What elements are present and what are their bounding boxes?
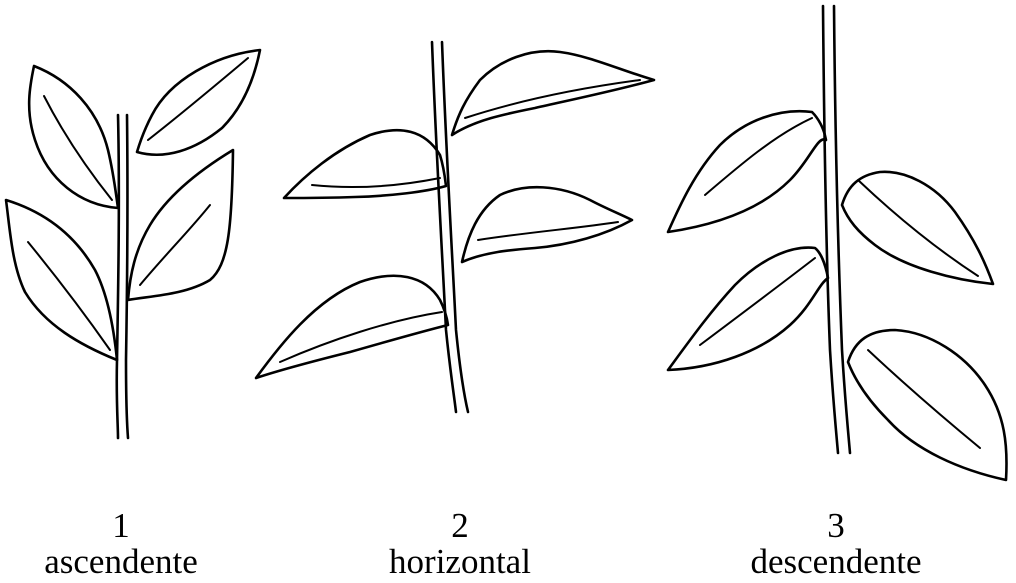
caption-horizontal: 2 horizontal: [340, 508, 580, 580]
leaf-descending-lower-right-vein: [868, 350, 980, 448]
figure-number-1: 1: [1, 508, 241, 544]
leaf-ascending-upper-left-vein: [44, 96, 112, 200]
leaf-descending-upper-right: [842, 172, 993, 284]
leaf-horizontal-lower-left: [256, 276, 448, 378]
figure-label-horizontal: horizontal: [340, 544, 580, 580]
plant-horizontal: [256, 42, 654, 412]
stem-ascending-outline: [126, 115, 128, 438]
leaf-ascending-lower-right: [128, 150, 233, 300]
figure-label-descending: descendente: [716, 544, 956, 580]
leaf-ascending-lower-right-vein: [140, 205, 210, 285]
plant-ascending: [6, 50, 260, 438]
leaf-descending-lower-left-vein: [700, 258, 815, 345]
figure-number-2: 2: [340, 508, 580, 544]
caption-ascending: 1 ascendente: [1, 508, 241, 580]
leaf-descending-upper-left: [668, 111, 826, 232]
figure-number-3: 3: [716, 508, 956, 544]
leaf-ascending-upper-left: [29, 66, 118, 208]
leaf-descending-upper-right-vein: [858, 180, 978, 276]
leaf-horizontal-upper-right: [452, 51, 654, 135]
plant-descending: [668, 6, 1007, 480]
stem-ascending: [117, 115, 119, 438]
leaf-horizontal-upper-right-vein: [465, 80, 640, 118]
leaf-ascending-lower-left-vein: [28, 242, 110, 350]
leaf-horizontal-middle-left-vein: [312, 178, 440, 187]
leaf-ascending-upper-right: [137, 50, 260, 155]
caption-descending: 3 descendente: [716, 508, 956, 580]
stem-descending-outline: [834, 6, 850, 453]
leaf-descending-upper-left-vein: [705, 118, 812, 195]
figure-label-ascending: ascendente: [1, 544, 241, 580]
leaf-horizontal-middle-right-vein: [478, 222, 618, 240]
stem-horizontal-outline: [442, 42, 468, 412]
